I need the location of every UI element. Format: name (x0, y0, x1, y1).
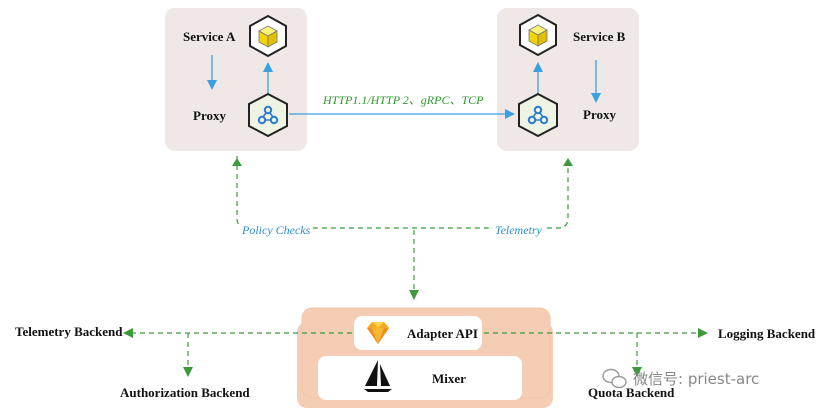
policy-checks-label: Policy Checks (241, 223, 311, 237)
pods-to-mixer-dashed-line (236, 156, 569, 229)
wechat-icon (602, 368, 627, 389)
proxy-b-label: Proxy (583, 107, 616, 122)
service-a-pod: Service A Proxy (165, 8, 307, 151)
backend-arrows (123, 328, 708, 377)
envoy-proxy-icon (518, 92, 558, 138)
telemetry-label-bg (493, 221, 545, 237)
policy-telemetry-paths (236, 156, 569, 300)
service-cube-icon (519, 13, 557, 57)
protocols-label: HTTP1.1/HTTP 2、gRPC、TCP (322, 93, 484, 107)
watermark-text: 微信号: priest-arc (633, 370, 759, 388)
mixer-label: Mixer (432, 371, 466, 386)
pod-a-up-arrowhead (232, 158, 242, 166)
watermark: 微信号: priest-arc (602, 368, 759, 389)
pod-b-up-arrowhead (563, 158, 573, 166)
adapter-api-label: Adapter API (407, 326, 478, 341)
service-b-pod: Service B Proxy (497, 8, 639, 151)
authorization-backend-label: Authorization Backend (120, 385, 250, 400)
logging-backend-label: Logging Backend (718, 326, 816, 341)
quota-backend-label: Quota Backend (588, 385, 675, 400)
sketch-diamond-icon (367, 322, 389, 344)
policy-label-bg (240, 221, 310, 237)
service-b-label: Service B (573, 29, 626, 44)
sailboat-icon (364, 360, 392, 392)
mixer-component: Adapter API Mixer (297, 307, 553, 408)
service-a-label: Service A (183, 29, 236, 44)
proxy-a-label: Proxy (193, 108, 226, 123)
mixer-box (318, 356, 522, 400)
telemetry-label: Telemetry (495, 223, 543, 237)
envoy-proxy-icon (248, 92, 288, 138)
telemetry-backend-label: Telemetry Backend (15, 324, 123, 339)
service-cube-icon (249, 14, 287, 58)
